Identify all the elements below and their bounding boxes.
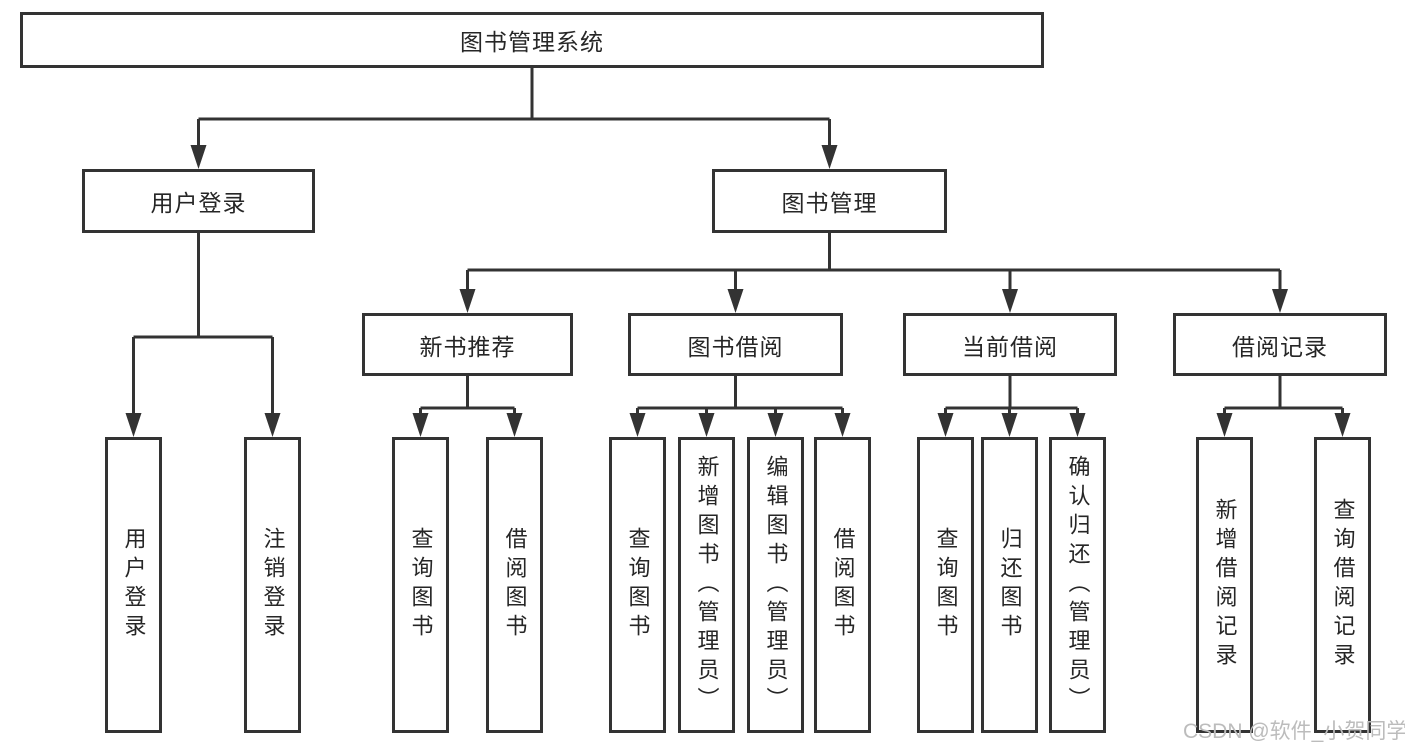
- node-user-login: 用户登录: [82, 169, 315, 233]
- leaf-borrow-books: 借阅图书: [814, 437, 871, 733]
- node-book-management: 图书管理: [712, 169, 947, 233]
- node-current-borrow: 当前借阅: [903, 313, 1117, 376]
- leaf-borrow-books-recommend: 借阅图书: [486, 437, 543, 733]
- leaf-query-books-borrow: 查询图书: [609, 437, 666, 733]
- leaf-query-books-recommend: 查询图书: [392, 437, 449, 733]
- leaf-add-books-admin: 新增图书（管理员）: [678, 437, 735, 733]
- csdn-watermark: CSDN @软件_小贺同学: [1183, 720, 1405, 743]
- node-book-borrow: 图书借阅: [628, 313, 843, 376]
- leaf-query-borrow-record: 查询借阅记录: [1314, 437, 1371, 733]
- node-new-book-recommend: 新书推荐: [362, 313, 573, 376]
- leaf-return-books: 归还图书: [981, 437, 1038, 733]
- leaf-add-borrow-record: 新增借阅记录: [1196, 437, 1253, 733]
- leaf-logout: 注销登录: [244, 437, 301, 733]
- leaf-user-login: 用户登录: [105, 437, 162, 733]
- node-borrow-records: 借阅记录: [1173, 313, 1387, 376]
- leaf-edit-books-admin: 编辑图书（管理员）: [747, 437, 804, 733]
- node-root: 图书管理系统: [20, 12, 1044, 68]
- leaf-confirm-return-admin: 确认归还（管理员）: [1049, 437, 1106, 733]
- leaf-query-books-current: 查询图书: [917, 437, 974, 733]
